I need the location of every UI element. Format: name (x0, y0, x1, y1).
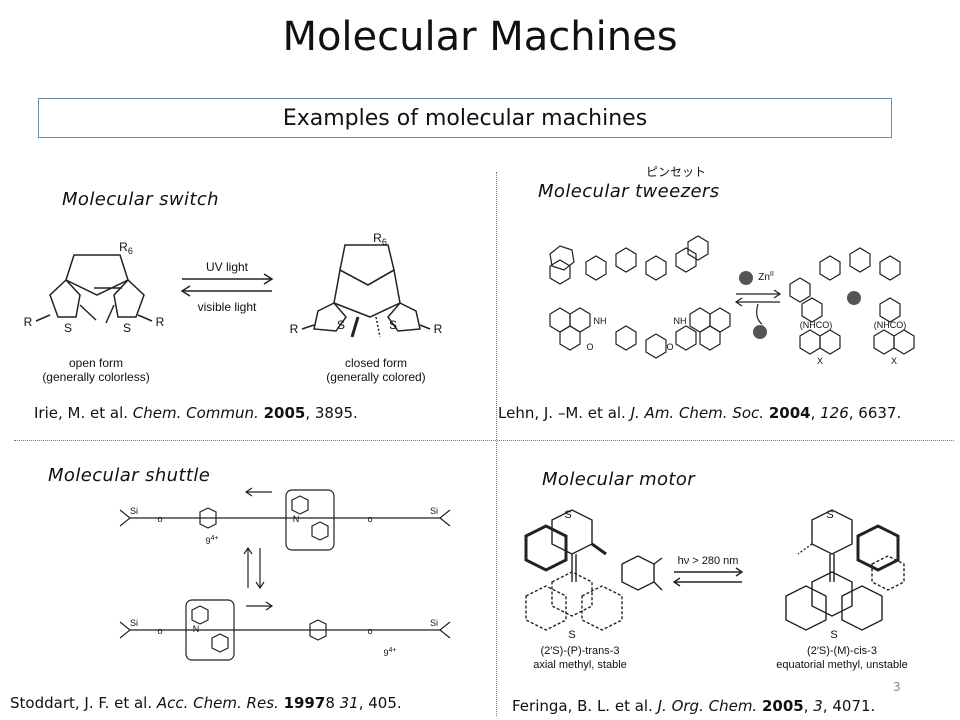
shuttle-scheme: Si Si Si Si o o o o N N 94+ 94+ (119, 487, 451, 661)
shuttle-compound-label: 94+ (206, 535, 219, 546)
shuttle-si-label: Si (130, 618, 138, 628)
shuttle-si-label: Si (430, 618, 438, 628)
switch-s-label: S (389, 318, 397, 332)
motor-s-label: S (826, 509, 833, 521)
tweezers-o-label: O (586, 342, 593, 352)
switch-s-label: S (337, 318, 345, 332)
tweezers-x-label: X (891, 356, 897, 366)
tweezers-x-label: X (817, 356, 823, 366)
shuttle-si-label: Si (430, 506, 438, 516)
switch-left-caption: open form (69, 356, 123, 370)
motor-s-label: S (564, 509, 571, 521)
switch-r-label: R (156, 315, 165, 329)
switch-r-label: R (24, 315, 33, 329)
switch-citation: Irie, M. et al. Chem. Commun. 2005, 3895… (34, 404, 358, 422)
tweezers-scheme: ZnII NH NH O O (NHCO) (NHCO) X X (549, 235, 915, 366)
tweezers-citation: Lehn, J. –M. et al. J. Am. Chem. Soc. 20… (498, 404, 902, 422)
switch-r-label: R (434, 322, 443, 336)
switch-r-label: R (290, 322, 299, 336)
subtitle-box: Examples of molecular machines (38, 98, 892, 138)
switch-scheme: R6 R6 R R R R S S S S UV light visible l… (24, 231, 443, 384)
motor-citation: Feringa, B. L. et al. J. Org. Chem. 2005… (512, 697, 876, 715)
shuttle-o-label: o (157, 514, 162, 524)
shuttle-compound-label: 94+ (384, 647, 397, 658)
motor-right-caption: (2′S)-(M)-cis-3 (807, 645, 877, 657)
switch-right-caption: closed form (345, 356, 407, 370)
tweezers-nh-label: NH (674, 316, 687, 326)
switch-right-caption: (generally colored) (326, 370, 425, 384)
shuttle-o-label: o (367, 626, 372, 636)
motor-scheme: S S S S hν > 280 nm (2′S)-(P)-trans-3 ax… (524, 509, 908, 671)
motor-left-caption: axial methyl, stable (533, 659, 627, 671)
tweezers-heading: Molecular tweezers (538, 181, 720, 202)
shuttle-citation: Stoddart, J. F. et al. Acc. Chem. Res. 1… (10, 694, 402, 712)
tweezers-o-label: O (666, 342, 673, 352)
switch-s-label: S (64, 321, 72, 335)
slide-title: Molecular Machines (282, 14, 678, 60)
motor-right-caption: equatorial methyl, unstable (776, 659, 907, 671)
vertical-divider (496, 172, 497, 716)
motor-left-caption: (2′S)-(P)-trans-3 (540, 645, 619, 657)
switch-s-label: S (123, 321, 131, 335)
shuttle-n-label: N (293, 514, 300, 524)
switch-r6-right: R6 (373, 231, 387, 247)
shuttle-o-label: o (157, 626, 162, 636)
motor-s-label: S (830, 629, 837, 641)
page-number: 3 (893, 680, 901, 694)
motor-arrow-label: hν > 280 nm (678, 555, 739, 567)
switch-arrow-forward-label: UV light (206, 260, 249, 274)
tweezers-nhco-label: (NHCO) (800, 320, 833, 330)
switch-heading: Molecular switch (62, 189, 219, 210)
tweezers-zn-label: ZnII (758, 271, 774, 283)
switch-r6-left: R6 (119, 240, 133, 256)
shuttle-n-label: N (193, 624, 200, 634)
switch-arrow-backward-label: visible light (198, 300, 257, 314)
tweezers-japanese-label: ピンセット (646, 165, 707, 179)
tweezers-nhco-label: (NHCO) (874, 320, 907, 330)
subtitle-text: Examples of molecular machines (282, 105, 648, 131)
switch-left-caption: (generally colorless) (42, 370, 149, 384)
shuttle-heading: Molecular shuttle (48, 465, 211, 486)
motor-s-label: S (568, 629, 575, 641)
motor-heading: Molecular motor (542, 469, 696, 490)
shuttle-si-label: Si (130, 506, 138, 516)
shuttle-o-label: o (367, 514, 372, 524)
tweezers-nh-label: NH (594, 316, 607, 326)
horizontal-divider (14, 440, 954, 441)
